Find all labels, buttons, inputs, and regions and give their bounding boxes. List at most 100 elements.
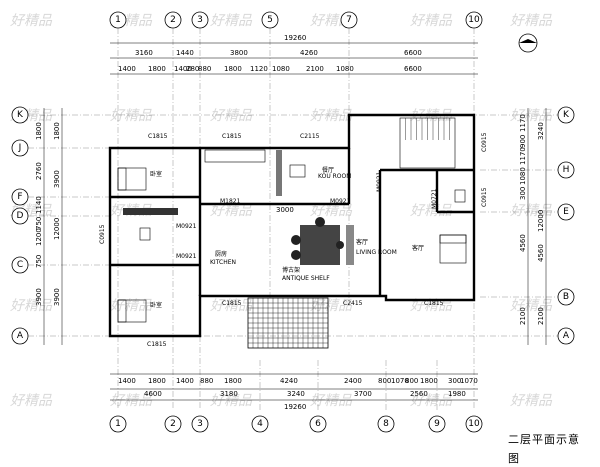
dimension-text: 12000 [53,218,61,240]
dimension-text: 3160 [135,49,153,57]
window-tag: C0915 [481,187,488,207]
watermark-layer: 好精品好精品好精品好精品好精品好精品好精品好精品好精品好精品好精品好精品好精品好… [10,13,553,409]
axis-bubble: 1 [109,11,127,29]
door-tag: M0721 [431,188,438,209]
room-label: 卧室 [150,301,162,309]
watermark-text: 好精品 [210,13,253,29]
dimension-text: 2560 [410,390,428,398]
axis-label: H [563,165,570,175]
north-arrow-icon [518,33,538,53]
axis-label: K [563,110,570,120]
dimension-text: 3240 [287,390,305,398]
watermark-text: 好精品 [410,298,453,314]
axis-bubble: B [557,288,575,306]
watermark-text: 好精品 [110,108,153,124]
dimension-text: 3800 [230,49,248,57]
bed-right [439,234,467,264]
dimension-text: 4240 [280,377,298,385]
axis-label: 10 [468,419,480,429]
axis-bubble: 3 [191,11,209,29]
axis-bubble: 4 [251,415,269,433]
dimension-text: 880 [198,65,211,73]
opening-tags: C1815 C1815 C2115 C1815 C2415 C1815 C181… [99,132,488,348]
dimension-text: 2100 [306,65,324,73]
dimension-text: 800 [378,377,391,385]
watermark-text: 好精品 [210,298,253,314]
dimension-text: 1800 [148,65,166,73]
dimension-text: 2400 [344,377,362,385]
dimension-text: 1400 [118,65,136,73]
axis-bubble: E [557,203,575,221]
axis-bubble: J [11,139,29,157]
bed-bottom-left [117,299,147,323]
axis-label: A [563,331,570,341]
watermark-text: 好精品 [10,13,53,29]
axis-label: 2 [170,15,176,25]
watermark-text: 好精品 [510,203,553,219]
axis-label: F [17,192,22,202]
dimension-text: 900 [519,135,527,148]
room-label: LIVING ROOM [356,249,397,256]
room-label: 卧室 [150,170,162,178]
axis-bubble: C [11,256,29,274]
dimension-text: 3900 [35,288,43,306]
dimension-text: 300 [448,377,461,385]
axis-label: 1 [115,419,121,429]
dimension-text: 2100 [537,307,545,325]
antique-shelf-label: ANTIQUE SHELF [282,275,330,282]
window-tag: C2115 [300,133,320,140]
watermark-text: 好精品 [310,393,353,409]
watermark-text: 好精品 [510,298,553,314]
watermark-text: 好精品 [310,298,353,314]
axis-label: 3 [197,419,203,429]
dimension-text: 1080 [272,65,290,73]
axis-bubble: D [11,207,29,225]
window-tag: C2415 [343,300,363,307]
watermark-text: 好精品 [210,108,253,124]
walls [108,113,476,338]
axis-bubble: 2 [164,415,182,433]
watermark-text: 好精品 [410,203,453,219]
axis-bubble: K [11,106,29,124]
watermark-text: 好精品 [110,298,153,314]
axis-bubble: A [11,327,29,345]
dimension-text: 750 [35,217,43,230]
window-tag: C0915 [481,132,488,152]
dimension-lines [43,42,547,401]
dimension-text: 4600 [144,390,162,398]
axis-label: B [563,292,569,302]
dimension-text: 1440 [176,49,194,57]
window-tag: C1815 [222,133,242,140]
watermark-text: 好精品 [210,393,253,409]
dimension-text: 2760 [35,162,43,180]
dimension-text: 1120 [250,65,268,73]
dimension-text: 3900 [53,288,61,306]
dimension-text: 800 [405,377,418,385]
axis-bubble: K [557,106,575,124]
watermark-text: 好精品 [310,203,353,219]
axis-label: D [17,211,24,221]
room-label: KOU ROOM [318,173,351,180]
window-tag: C1815 [148,133,168,140]
span-3000: 3000 [276,206,294,214]
dimension-text: 1800 [224,65,242,73]
axis-bubble: 10 [465,11,483,29]
dimension-text: 6600 [404,49,422,57]
watermark-text: 好精品 [410,13,453,29]
watermark-text: 好精品 [410,393,453,409]
dimension-text: 12000 [537,210,545,232]
dimension-text: 880 [200,377,213,385]
dimension-text: 1200 [35,228,43,246]
balcony-grid [247,297,329,349]
stair [399,117,456,169]
dimension-text: 4260 [300,49,318,57]
axis-bubble: F [11,188,29,206]
axis-bubble: 8 [377,415,395,433]
door-tag: M1821 [220,198,241,205]
axis-bubble: 2 [164,11,182,29]
drawing-title: 二层平面示意图 [508,428,588,465]
axis-bubble: 1 [109,415,127,433]
watermark-text: 好精品 [510,13,553,29]
window-tag: C1815 [222,300,242,307]
